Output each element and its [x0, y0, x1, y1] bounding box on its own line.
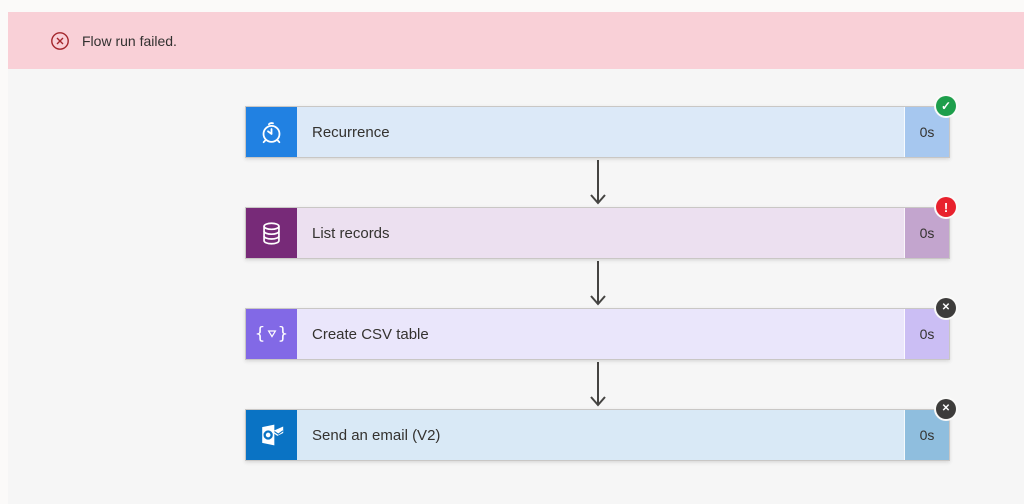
banner-message: Flow run failed.: [82, 32, 177, 49]
outlook-icon: [246, 410, 297, 460]
flow-card-recurrence[interactable]: Recurrence 0s ✓: [245, 96, 956, 158]
status-badge-succeeded: ✓: [936, 96, 956, 116]
status-badge-failed: !: [936, 197, 956, 217]
error-circle-icon: [50, 31, 70, 51]
flow-card-create-csv-table[interactable]: { } Create CSV table 0s ✕: [245, 298, 956, 360]
card-label: Create CSV table: [312, 325, 429, 343]
card-label: Send an email (V2): [312, 426, 441, 444]
error-banner: Flow run failed.: [8, 12, 1024, 69]
status-badge-cancelled: ✕: [936, 399, 956, 419]
card-label: Recurrence: [312, 123, 390, 141]
duration-badge: 0s: [904, 208, 949, 258]
braces-filter-icon: { }: [246, 309, 297, 359]
status-badge-cancelled: ✕: [936, 298, 956, 318]
flow-canvas: Recurrence 0s ✓ List records 0s !: [8, 69, 1024, 504]
flow-card-send-an-email[interactable]: Send an email (V2) 0s ✕: [245, 399, 956, 461]
flow-card-list-records[interactable]: List records 0s !: [245, 197, 956, 259]
card-label: List records: [312, 224, 390, 242]
connector-arrow: [245, 158, 950, 207]
flow-column: Recurrence 0s ✓ List records 0s !: [245, 96, 956, 461]
connector-arrow: [245, 259, 950, 308]
database-icon: [246, 208, 297, 258]
alarm-clock-icon: [246, 107, 297, 157]
connector-arrow: [245, 360, 950, 409]
